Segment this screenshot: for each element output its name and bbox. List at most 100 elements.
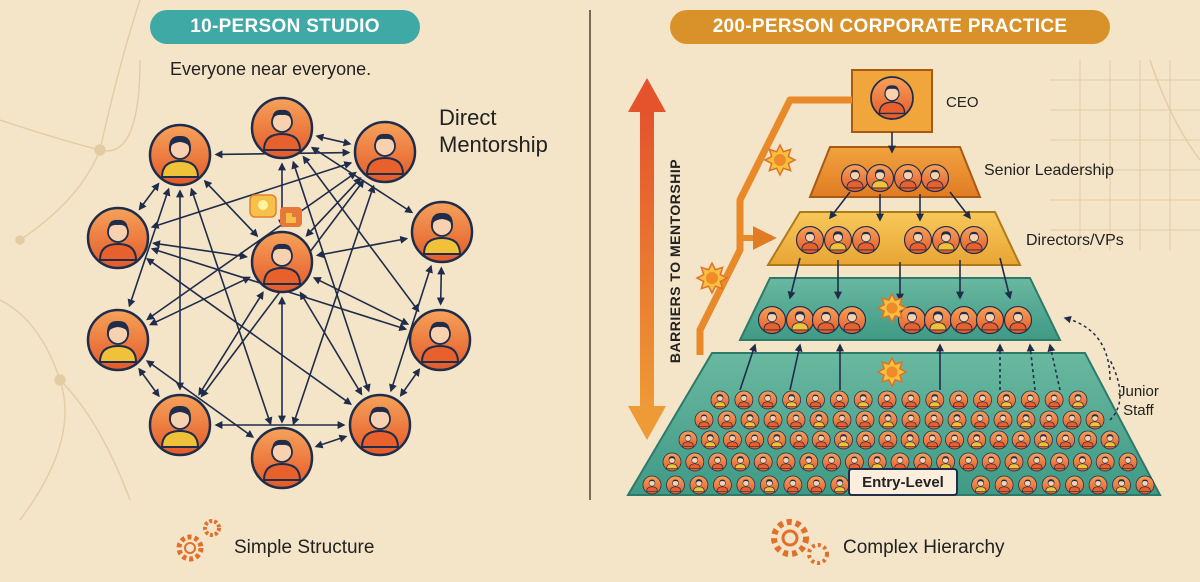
- entry-level-avatar: [1089, 476, 1107, 494]
- mentorship-network-nodes: [88, 98, 472, 488]
- entry-level-avatar: [1069, 391, 1087, 409]
- entry-level-avatar: [701, 431, 719, 449]
- entry-level-avatar: [971, 411, 989, 429]
- entry-level-avatar: [695, 411, 713, 429]
- director-avatar: [825, 227, 852, 254]
- entry-level-avatar: [737, 476, 755, 494]
- entry-level-avatar: [1136, 476, 1154, 494]
- team-member-avatar: [88, 208, 148, 268]
- entry-level-avatar: [878, 391, 896, 409]
- entry-level-avatar: [831, 476, 849, 494]
- spark-icon: [697, 263, 727, 293]
- entry-level-avatar: [830, 391, 848, 409]
- entry-level-avatar: [679, 431, 697, 449]
- entry-level-avatar: [764, 411, 782, 429]
- background-grid: [1050, 60, 1200, 250]
- team-member-avatar: [410, 310, 470, 370]
- entry-level-avatar: [1096, 453, 1114, 471]
- tier-label-senior: Senior Leadership: [984, 162, 1114, 180]
- entry-level-avatar: [810, 411, 828, 429]
- tier-label-entry: Entry-Level: [848, 468, 958, 496]
- team-member-avatar: [355, 122, 415, 182]
- junior-staff-avatar: [1005, 307, 1032, 334]
- mentorship-link: [317, 239, 406, 256]
- entry-level-avatar: [709, 453, 727, 471]
- entry-level-avatar: [790, 431, 808, 449]
- team-member-avatar: [252, 232, 312, 292]
- director-avatar: [853, 227, 880, 254]
- entry-level-avatar: [746, 431, 764, 449]
- spark-icon: [878, 358, 906, 386]
- entry-level-avatar: [856, 411, 874, 429]
- tier-label-directors: Directors/VPs: [1026, 232, 1124, 250]
- entry-level-avatar: [982, 453, 1000, 471]
- director-avatar: [961, 227, 988, 254]
- mentorship-link: [441, 268, 442, 304]
- team-member-avatar: [252, 98, 312, 158]
- senior-leader-avatar: [867, 165, 894, 192]
- director-avatar: [905, 227, 932, 254]
- entry-level-avatar: [777, 453, 795, 471]
- junior-staff-avatar: [759, 307, 786, 334]
- senior-leader-avatar: [842, 165, 869, 192]
- tier-label-junior: Junior Staff: [1118, 382, 1159, 420]
- entry-level-avatar: [948, 411, 966, 429]
- ceo-avatar: [871, 77, 913, 119]
- entry-level-avatar: [713, 476, 731, 494]
- entry-level-avatar: [812, 431, 830, 449]
- mentorship-link: [401, 369, 419, 395]
- direct-mentorship-label: Direct Mentorship: [439, 104, 548, 158]
- entry-level-avatar: [1019, 476, 1037, 494]
- gears-icon-right: [774, 522, 827, 563]
- entry-level-avatar: [1040, 411, 1058, 429]
- director-avatar: [933, 227, 960, 254]
- entry-level-avatar: [807, 476, 825, 494]
- entry-level-avatar: [923, 431, 941, 449]
- right-footer: Complex Hierarchy: [843, 537, 1005, 559]
- entry-level-avatar: [1042, 476, 1060, 494]
- entry-level-avatar: [1028, 453, 1046, 471]
- entry-level-avatar: [997, 391, 1015, 409]
- barrier-label: BARRIERS TO MENTORSHIP: [667, 156, 683, 366]
- senior-leader-avatar: [922, 165, 949, 192]
- entry-level-avatar: [1005, 453, 1023, 471]
- entry-level-avatar: [950, 391, 968, 409]
- entry-level-avatar: [760, 476, 778, 494]
- entry-level-avatar: [946, 431, 964, 449]
- junior-staff-avatar: [787, 307, 814, 334]
- entry-level-avatar: [723, 431, 741, 449]
- entry-level-avatar: [754, 453, 772, 471]
- entry-level-avatar: [901, 431, 919, 449]
- junior-staff-avatar: [951, 307, 978, 334]
- entry-level-avatar: [711, 391, 729, 409]
- entry-level-avatar: [718, 411, 736, 429]
- entry-level-avatar: [768, 431, 786, 449]
- right-title: 200-PERSON CORPORATE PRACTICE: [670, 10, 1110, 44]
- entry-level-avatar: [643, 476, 661, 494]
- entry-level-avatar: [663, 453, 681, 471]
- entry-level-avatar: [1017, 411, 1035, 429]
- entry-level-avatar: [731, 453, 749, 471]
- entry-level-avatar: [968, 431, 986, 449]
- entry-level-avatar: [666, 476, 684, 494]
- entry-level-avatar: [833, 411, 851, 429]
- entry-level-avatar: [800, 453, 818, 471]
- mentorship-link: [139, 369, 159, 396]
- entry-level-avatar: [926, 391, 944, 409]
- entry-level-avatar: [902, 411, 920, 429]
- entry-level-avatar: [1079, 431, 1097, 449]
- left-title: 10-PERSON STUDIO: [150, 10, 420, 44]
- entry-level-avatar: [857, 431, 875, 449]
- team-member-avatar: [150, 395, 210, 455]
- entry-level-avatar: [1073, 453, 1091, 471]
- entry-level-avatar: [854, 391, 872, 409]
- spark-icon: [878, 294, 906, 322]
- entry-level-avatar: [990, 431, 1008, 449]
- left-footer: Simple Structure: [234, 537, 374, 559]
- junior-staff-avatar: [977, 307, 1004, 334]
- team-member-avatar: [412, 202, 472, 262]
- entry-level-avatar: [759, 391, 777, 409]
- entry-level-avatar: [1101, 431, 1119, 449]
- entry-level-avatar: [879, 411, 897, 429]
